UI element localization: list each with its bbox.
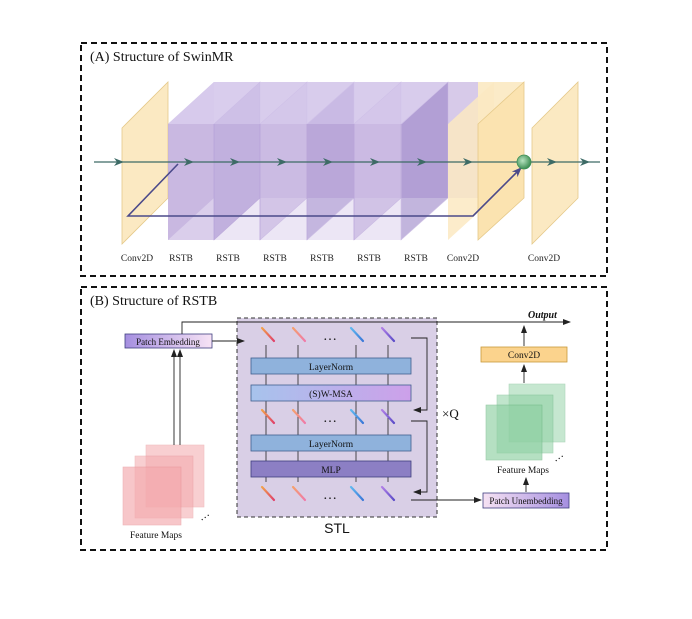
feature-maps-right-label: Feature Maps	[497, 466, 549, 476]
mlp-block	[250, 460, 412, 478]
dots-middle: …	[323, 411, 337, 426]
feature-maps-left	[122, 444, 205, 526]
conv2d-block-1	[121, 81, 169, 245]
label-rstb-2: RSTB	[216, 254, 240, 264]
patch-unembedding-block	[482, 492, 570, 509]
stl-container	[236, 317, 438, 518]
label-conv2d-2: Conv2D	[447, 254, 479, 264]
embedding-inputs	[171, 349, 183, 445]
conv2d-block-b	[480, 346, 568, 363]
patch-embedding-arrows	[181, 319, 571, 344]
label-rstb-5: RSTB	[357, 254, 381, 264]
flow-arrowheads	[114, 158, 590, 166]
label-rstb-4: RSTB	[310, 254, 334, 264]
dots-top: …	[323, 329, 337, 344]
label-rstb-3: RSTB	[263, 254, 287, 264]
stl-residuals	[411, 337, 428, 495]
layernorm-1	[250, 357, 412, 375]
mlp-label: MLP	[321, 466, 341, 476]
label-conv2d-3: Conv2D	[528, 254, 560, 264]
tokens-top	[260, 326, 396, 343]
conv2d-block-2	[448, 81, 525, 241]
patch-embedding-label: Patch Embedding	[136, 337, 200, 347]
sum-node	[516, 154, 532, 170]
label-conv2d-1: Conv2D	[121, 254, 153, 264]
label-rstb-6: RSTB	[404, 254, 428, 264]
repeat-label: ×Q	[442, 406, 459, 421]
layernorm-1-label: LayerNorm	[309, 363, 354, 373]
conv2d-block-b-label: Conv2D	[508, 351, 540, 361]
panel-a-labels: Conv2D RSTB RSTB RSTB RSTB RSTB RSTB Con…	[121, 254, 560, 264]
tokens-bottom	[260, 485, 396, 502]
conv2d-block-3	[531, 81, 579, 245]
skip-connection	[126, 163, 522, 217]
dots-bottom: …	[323, 488, 337, 503]
feature-maps-left-dots: …	[196, 507, 212, 523]
panel-a-border	[80, 42, 608, 277]
label-rstb-1: RSTB	[169, 254, 193, 264]
patch-unembedding-label: Patch Unembedding	[489, 496, 563, 506]
panel-b-title: (B) Structure of RSTB	[90, 294, 217, 309]
feature-maps-left-label: Feature Maps	[130, 531, 182, 541]
stl-label: STL	[324, 520, 350, 536]
msa-label: (S)W-MSA	[309, 389, 353, 400]
layernorm-2	[250, 434, 412, 452]
panel-b-border	[80, 286, 608, 551]
layernorm-2-label: LayerNorm	[309, 440, 354, 450]
tokens-middle	[260, 408, 396, 425]
msa-block	[250, 384, 412, 402]
rstb-blocks	[168, 81, 478, 241]
output-label: Output	[528, 310, 558, 321]
panel-a-title: (A) Structure of SwinMR	[90, 50, 234, 65]
feature-maps-right	[485, 383, 566, 461]
